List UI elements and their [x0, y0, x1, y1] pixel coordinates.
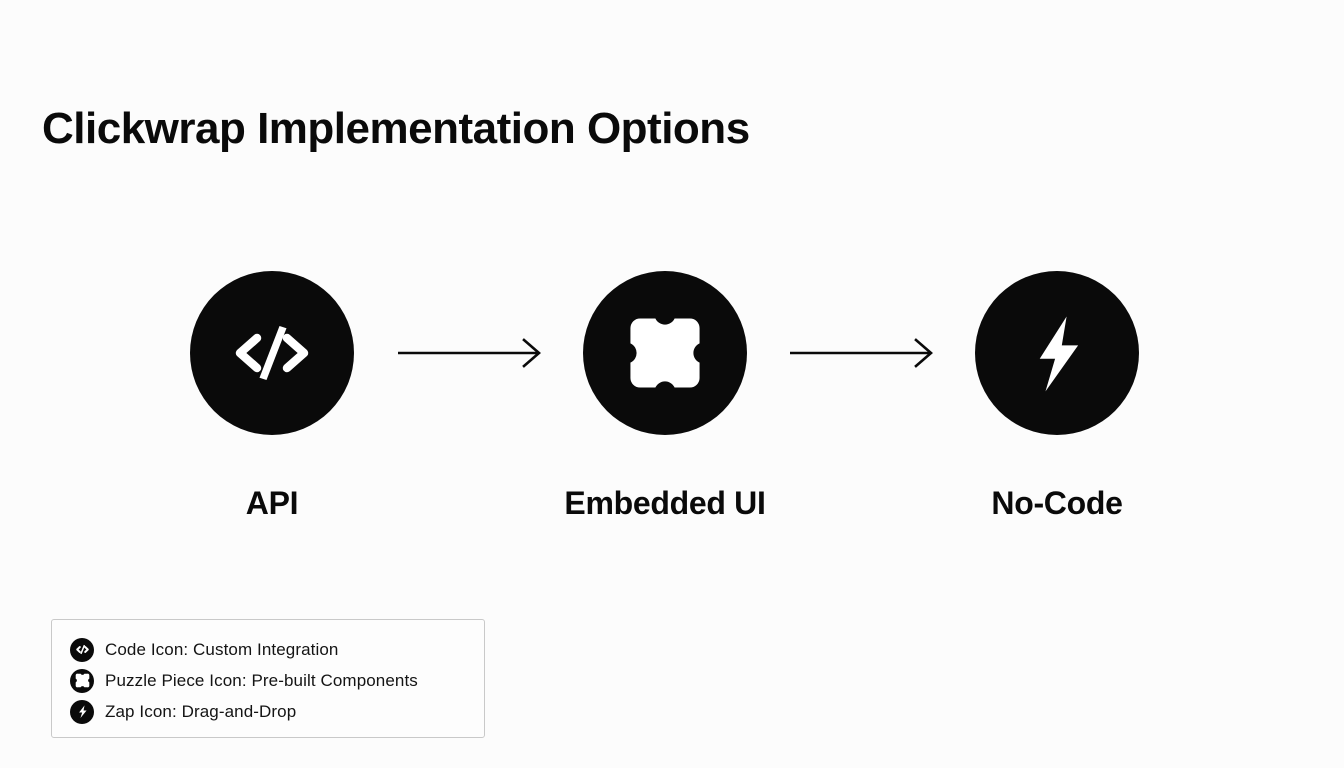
flow-node-label-no-code: No-Code: [991, 485, 1123, 521]
legend-item-zap: Zap Icon: Drag-and-Drop: [70, 696, 484, 727]
code-icon: [235, 326, 309, 380]
legend-item-label: Zap Icon: Drag-and-Drop: [105, 701, 297, 721]
legend-item-code: Code Icon: Custom Integration: [70, 634, 484, 665]
zap-icon: [70, 699, 94, 724]
flow-diagram: API Embedded UI No-Code: [0, 271, 1344, 521]
zap-icon: [1039, 316, 1079, 392]
flow-node-no-code[interactable]: [975, 271, 1139, 435]
arrow-embedded-ui-to-no-code: [790, 338, 933, 368]
code-icon: [70, 637, 94, 662]
flow-node-embedded-ui[interactable]: [583, 271, 747, 435]
node-circle: [975, 271, 1139, 435]
legend-item-puzzle: Puzzle Piece Icon: Pre-built Components: [70, 665, 484, 696]
flow-node-label-embedded-ui: Embedded UI: [564, 485, 766, 521]
node-circle: [190, 271, 354, 435]
flow-node-api[interactable]: [190, 271, 354, 435]
legend-box: Code Icon: Custom Integration Puzzle Pie…: [51, 619, 485, 738]
puzzle-piece-icon: [70, 668, 94, 693]
legend-item-label: Puzzle Piece Icon: Pre-built Components: [105, 670, 418, 690]
flow-node-label-api: API: [245, 485, 299, 521]
arrow-api-to-embedded-ui: [398, 338, 541, 368]
puzzle-piece-icon: [630, 318, 700, 388]
legend-item-label: Code Icon: Custom Integration: [105, 639, 339, 659]
page-title: Clickwrap Implementation Options: [42, 104, 750, 153]
node-circle: [583, 271, 747, 435]
